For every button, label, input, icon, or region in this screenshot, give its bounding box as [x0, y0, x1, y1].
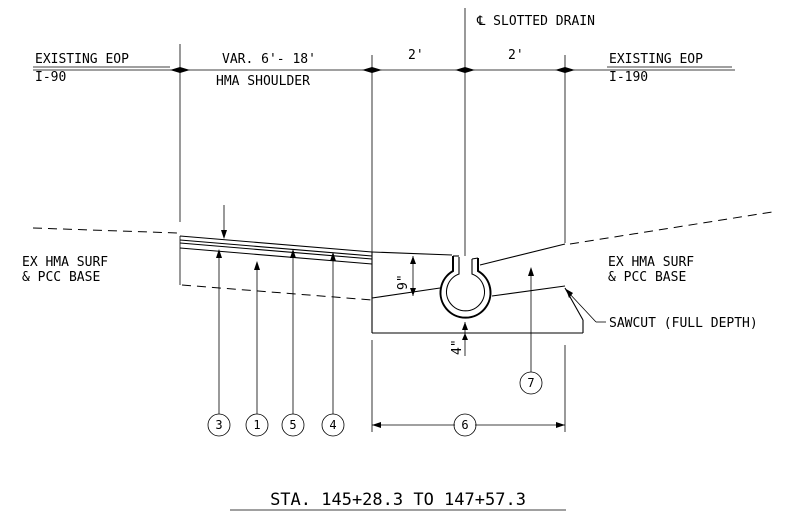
eop-left-route: I-90: [35, 70, 66, 85]
svg-text:4: 4: [329, 418, 336, 432]
surface-left-label: EX HMA SURF: [22, 255, 108, 270]
existing-surface-right-dashed: [569, 211, 773, 245]
callout-5: 5: [281, 413, 305, 437]
callout-7: 7: [519, 371, 543, 395]
sawcut-label: SAWCUT (FULL DEPTH): [609, 316, 758, 331]
eop-left-label: EXISTING EOP: [35, 52, 129, 67]
svg-text:7: 7: [527, 376, 534, 390]
shoulder-width-label: VAR. 6'- 18': [222, 52, 316, 67]
hma-shoulder-layers: [179, 235, 373, 301]
dim-2ft-right-label: 2': [508, 48, 524, 63]
depth-4in-label: 4": [450, 339, 465, 355]
eop-right-label: EXISTING EOP: [609, 52, 703, 67]
eop-right-route: I-190: [609, 70, 648, 85]
callout-1: 1: [245, 413, 269, 437]
sawcut-leader: [566, 289, 606, 323]
svg-text:1: 1: [253, 418, 260, 432]
callout-leaders: [216, 249, 534, 414]
callout-3: 3: [207, 413, 231, 437]
callout-6: 6: [453, 413, 477, 437]
existing-surface-left-dashed: [32, 227, 179, 234]
slotted-drain-pipe: [439, 255, 492, 319]
shoulder-type-label: HMA SHOULDER: [216, 74, 310, 89]
callout-4: 4: [321, 413, 345, 437]
shoulder-thickness-arrow: [221, 205, 227, 239]
dim-2ft-left-label: 2': [408, 48, 424, 63]
depth-9in-dimension: [410, 256, 416, 296]
station-title: STA. 145+28.3 TO 147+57.3: [270, 490, 526, 510]
bottom-dimension-line: [371, 340, 566, 432]
surface-right-base-label: & PCC BASE: [608, 270, 686, 285]
surface-right-label: EX HMA SURF: [608, 255, 694, 270]
svg-text:5: 5: [289, 418, 296, 432]
depth-4in-dimension: [462, 322, 468, 356]
svg-text:6: 6: [461, 418, 468, 432]
surface-left-base-label: & PCC BASE: [22, 270, 100, 285]
svg-text:3: 3: [215, 418, 222, 432]
drain-centerline-label: ℄ SLOTTED DRAIN: [476, 14, 595, 29]
depth-9in-label: 9": [396, 274, 411, 290]
